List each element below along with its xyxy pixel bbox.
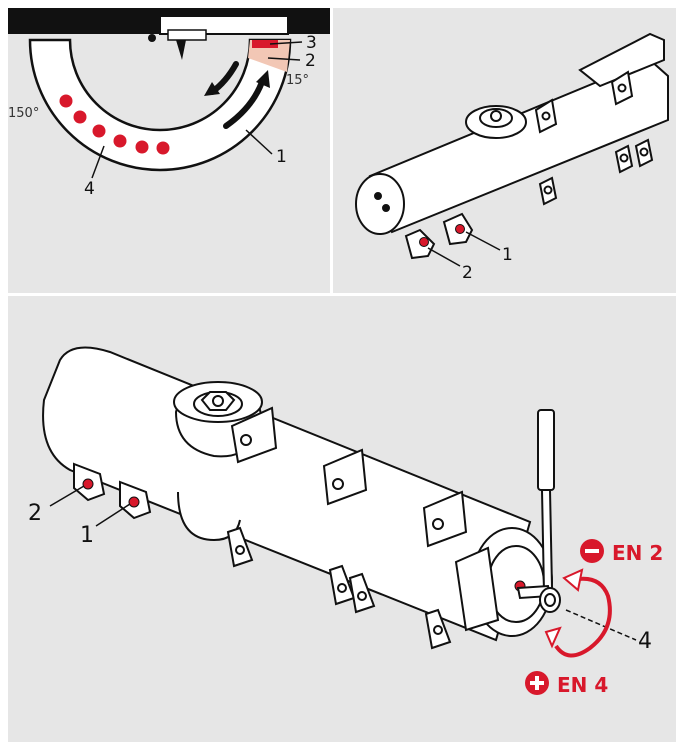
callout-2: 2 bbox=[305, 51, 316, 71]
hex-key-tool bbox=[516, 409, 561, 613]
rotation-arrow-loosen bbox=[554, 576, 612, 658]
angle-dial: 150° 15° 1 2 3 4 bbox=[8, 8, 330, 199]
arrow-rotate-cw bbox=[223, 79, 265, 129]
legend-plus: EN 4 bbox=[525, 671, 608, 697]
red-dots bbox=[59, 94, 170, 155]
angle-label-15: 15° bbox=[286, 73, 309, 88]
callout-3: 3 bbox=[306, 33, 317, 53]
rail-end-cap bbox=[355, 173, 405, 235]
callout-4: 4 bbox=[84, 179, 95, 199]
callout-tr-1: 1 bbox=[502, 245, 513, 265]
rotation-arrows bbox=[544, 568, 612, 658]
callout-b-2: 2 bbox=[28, 501, 42, 526]
minus-label: EN 2 bbox=[612, 541, 663, 565]
angle-label-150: 150° bbox=[8, 106, 39, 121]
fuel-rail-small bbox=[355, 32, 669, 260]
dial-ring bbox=[28, 38, 292, 172]
callout-1: 1 bbox=[276, 147, 287, 167]
marker-3 bbox=[252, 40, 278, 48]
legend-minus: EN 2 bbox=[580, 539, 663, 565]
fuel-rail-large bbox=[42, 346, 553, 650]
callout-b-1: 1 bbox=[80, 523, 94, 548]
callout-b-4: 4 bbox=[638, 629, 652, 654]
callout-tr-2: 2 bbox=[462, 263, 473, 283]
tool-handle bbox=[537, 409, 555, 491]
plus-label: EN 4 bbox=[557, 673, 608, 697]
rail-large-body bbox=[42, 346, 532, 642]
